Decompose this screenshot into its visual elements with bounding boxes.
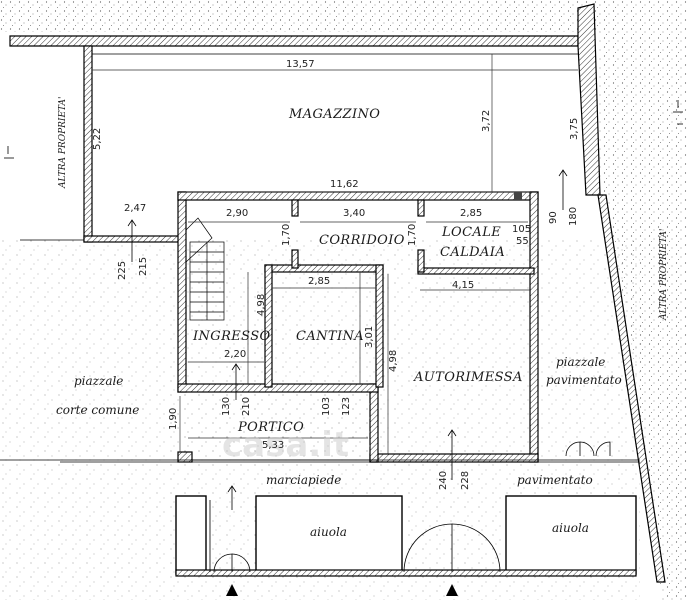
svg-text:215: 215 <box>138 257 149 276</box>
right-boundary-texture <box>598 0 687 600</box>
svg-text:4,98: 4,98 <box>388 350 399 372</box>
svg-text:90: 90 <box>548 211 559 224</box>
room-ingresso: INGRESSO <box>192 329 271 344</box>
label-piazzale-right: piazzale <box>556 355 605 369</box>
label-marciapiede: marciapiede <box>266 473 341 487</box>
svg-text:4,98: 4,98 <box>256 294 267 316</box>
pedestrian-entry-marker <box>226 584 238 596</box>
watermark: casa.it <box>222 425 349 465</box>
svg-text:11,62: 11,62 <box>330 179 359 190</box>
room-magazzino: MAGAZZINO <box>288 107 380 122</box>
svg-text:210: 210 <box>241 397 252 416</box>
svg-text:240: 240 <box>438 471 449 490</box>
room-autorimessa: AUTORIMESSA <box>413 370 523 385</box>
portico-area <box>177 392 378 463</box>
svg-text:103: 103 <box>321 397 332 416</box>
magazzino-walls <box>20 45 578 243</box>
door-arrows <box>127 169 568 510</box>
staircase <box>185 217 225 321</box>
svg-text:3,01: 3,01 <box>364 326 375 348</box>
svg-text:123: 123 <box>341 397 352 416</box>
label-pavimentato: pavimentato <box>546 373 622 387</box>
outer-wall-right <box>597 194 666 583</box>
svg-text:1,90: 1,90 <box>168 408 179 430</box>
label-aiuola-2: aiuola <box>552 521 589 535</box>
front-boundary <box>0 441 640 577</box>
label-altra-proprieta-left: ALTRA PROPRIETA' <box>58 96 68 189</box>
svg-text:225: 225 <box>117 261 128 280</box>
top-boundary-texture <box>0 0 600 32</box>
label-corte-comune: corte comune <box>56 403 139 417</box>
svg-text:2,90: 2,90 <box>226 208 248 219</box>
boiler-fixture <box>514 192 522 200</box>
house-walls <box>177 191 539 463</box>
svg-text:5,22: 5,22 <box>92 128 103 150</box>
dimension-lines <box>92 54 578 454</box>
svg-text:1,70: 1,70 <box>407 224 418 246</box>
svg-text:2,20: 2,20 <box>224 349 246 360</box>
svg-text:3,40: 3,40 <box>343 208 365 219</box>
room-corridoio: CORRIDOIO <box>319 233 405 248</box>
svg-text:4,15: 4,15 <box>452 280 474 291</box>
dimension-texts: 13,57 5,22 3,72 3,75 11,62 2,47 225 215 … <box>92 59 580 490</box>
svg-text:3,75: 3,75 <box>569 118 580 140</box>
outer-wall-top <box>9 3 601 196</box>
svg-text:130: 130 <box>221 397 232 416</box>
svg-text:13,57: 13,57 <box>286 59 315 70</box>
room-cantina: CANTINA <box>296 329 364 344</box>
svg-text:2,85: 2,85 <box>460 208 482 219</box>
svg-text:3,72: 3,72 <box>481 110 492 132</box>
svg-text:228: 228 <box>460 471 471 490</box>
room-locale: LOCALE <box>441 225 501 240</box>
edge-marks <box>4 100 683 159</box>
room-caldaia: CALDAIA <box>440 245 505 260</box>
room-portico: PORTICO <box>237 420 304 435</box>
label-aiuola-1: aiuola <box>310 525 347 539</box>
svg-text:5,33: 5,33 <box>262 440 284 451</box>
vehicle-entry-marker <box>446 584 458 596</box>
svg-text:2,47: 2,47 <box>124 203 146 214</box>
svg-text:55: 55 <box>516 236 529 247</box>
svg-text:180: 180 <box>568 207 579 226</box>
label-piazzale: piazzale <box>74 374 123 388</box>
label-pavimentato-front: pavimentato <box>517 473 593 487</box>
label-altra-proprieta-right: ALTRA PROPRIETA' <box>659 228 669 321</box>
svg-text:105: 105 <box>512 224 531 235</box>
svg-text:2,85: 2,85 <box>308 276 330 287</box>
svg-text:1,70: 1,70 <box>281 224 292 246</box>
